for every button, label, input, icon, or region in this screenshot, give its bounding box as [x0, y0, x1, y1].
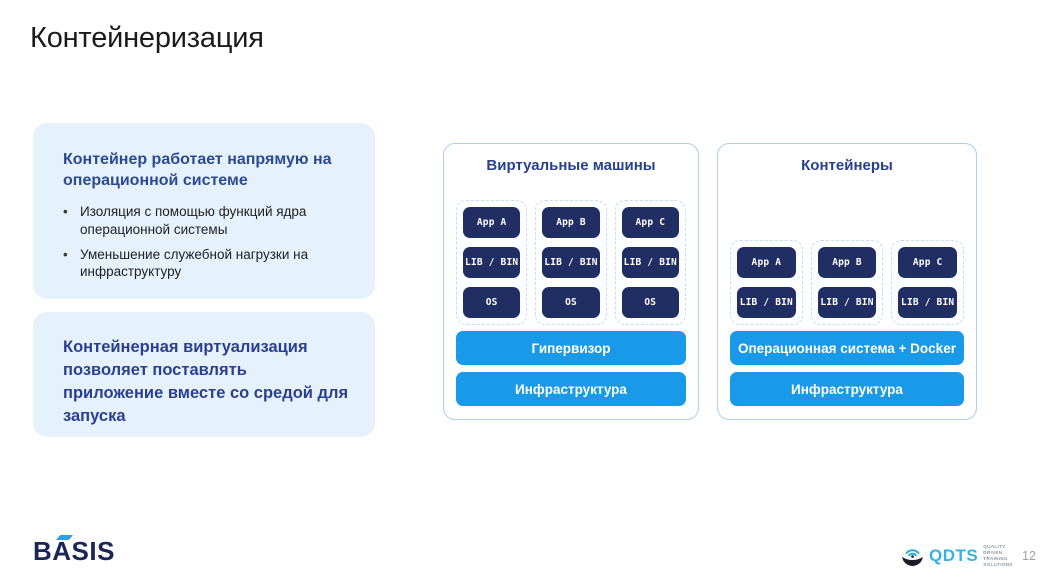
layer-infrastructure: Инфраструктура — [730, 372, 964, 406]
info-box-container-virtualization: Контейнерная виртуализация позволяет пос… — [33, 312, 375, 437]
qdts-tagline-line: DRIVEN — [983, 549, 1003, 555]
ct-stack-a: App A LIB / BIN — [730, 240, 803, 325]
basis-logo-text: BASIS — [33, 536, 115, 566]
bullet-text: Уменьшение служебной нагрузки на инфраст… — [80, 246, 309, 280]
bullet-item: Изоляция с помощью функций ядра операцио… — [63, 203, 349, 239]
qdts-tagline: QUALITY DRIVEN TRAINING SOLUTIONS — [983, 544, 1013, 568]
info-box-heading: Контейнер работает напрямую на операцион… — [63, 151, 332, 190]
basis-logo: BASIS — [33, 535, 143, 566]
qdts-logo-text: QDTS — [929, 545, 979, 565]
block-os: OS — [463, 287, 521, 318]
block-os: OS — [621, 287, 679, 318]
vm-stacks-row: App A LIB / BIN OS App B LIB / BIN OS Ap… — [456, 200, 686, 325]
vm-layers: Гипервизор Инфраструктура — [456, 331, 686, 406]
vm-stack-b: App B LIB / BIN OS — [535, 200, 607, 325]
info-box-text: Контейнерная виртуализация позволяет пос… — [63, 338, 349, 426]
block-app-c: App C — [621, 207, 679, 238]
panel-virtual-machines: Виртуальные машины App A LIB / BIN OS Ap… — [443, 143, 699, 420]
block-app-b: App B — [542, 207, 600, 238]
panel-title: Контейнеры — [801, 157, 893, 174]
info-box-container-direct: Контейнер работает напрямую на операцион… — [33, 123, 375, 299]
bullet-icon — [63, 246, 80, 282]
block-os: OS — [542, 287, 600, 318]
ct-stacks-row: App A LIB / BIN App B LIB / BIN App C LI… — [730, 240, 965, 325]
block-lib-bin: LIB / BIN — [621, 247, 679, 278]
block-app-a: App A — [463, 207, 521, 238]
page-title: Контейнеризация — [30, 22, 264, 54]
qdts-tagline-line: TRAINING — [983, 555, 1008, 561]
panel-containers: Контейнеры App A LIB / BIN App B LIB / B… — [717, 143, 977, 420]
qdts-tagline-line: SOLUTIONS — [983, 561, 1013, 567]
qdts-circle-icon — [901, 544, 924, 567]
layer-infrastructure: Инфраструктура — [456, 372, 686, 406]
bullet-icon — [63, 203, 80, 239]
panel-title: Виртуальные машины — [486, 157, 656, 174]
layer-os-docker: Операционная система + Docker — [730, 331, 964, 365]
block-lib-bin: LIB / BIN — [737, 287, 796, 318]
block-lib-bin: LIB / BIN — [463, 247, 521, 278]
qdts-logo: QDTS QUALITY DRIVEN TRAINING SOLUTIONS — [901, 544, 1013, 568]
bullet-text: Изоляция с помощью функций ядра операцио… — [80, 203, 307, 237]
block-lib-bin: LIB / BIN — [817, 287, 877, 318]
block-app-b: App B — [817, 247, 877, 278]
layer-hypervisor: Гипервизор — [456, 331, 686, 365]
vm-stack-a: App A LIB / BIN OS — [456, 200, 528, 325]
block-lib-bin: LIB / BIN — [542, 247, 600, 278]
ct-stack-b: App B LIB / BIN — [810, 240, 884, 325]
vm-stack-c: App C LIB / BIN OS — [614, 200, 686, 325]
block-lib-bin: LIB / BIN — [898, 287, 958, 318]
ct-stack-c: App C LIB / BIN — [891, 240, 965, 325]
block-app-a: App A — [737, 247, 796, 278]
bullet-item: Уменьшение служебной нагрузки на инфраст… — [63, 246, 349, 282]
ct-layers: Операционная система + Docker Инфраструк… — [730, 331, 964, 406]
page-number: 12 — [1022, 549, 1036, 563]
block-app-c: App C — [898, 247, 958, 278]
qdts-tagline-line: QUALITY — [983, 544, 1006, 549]
